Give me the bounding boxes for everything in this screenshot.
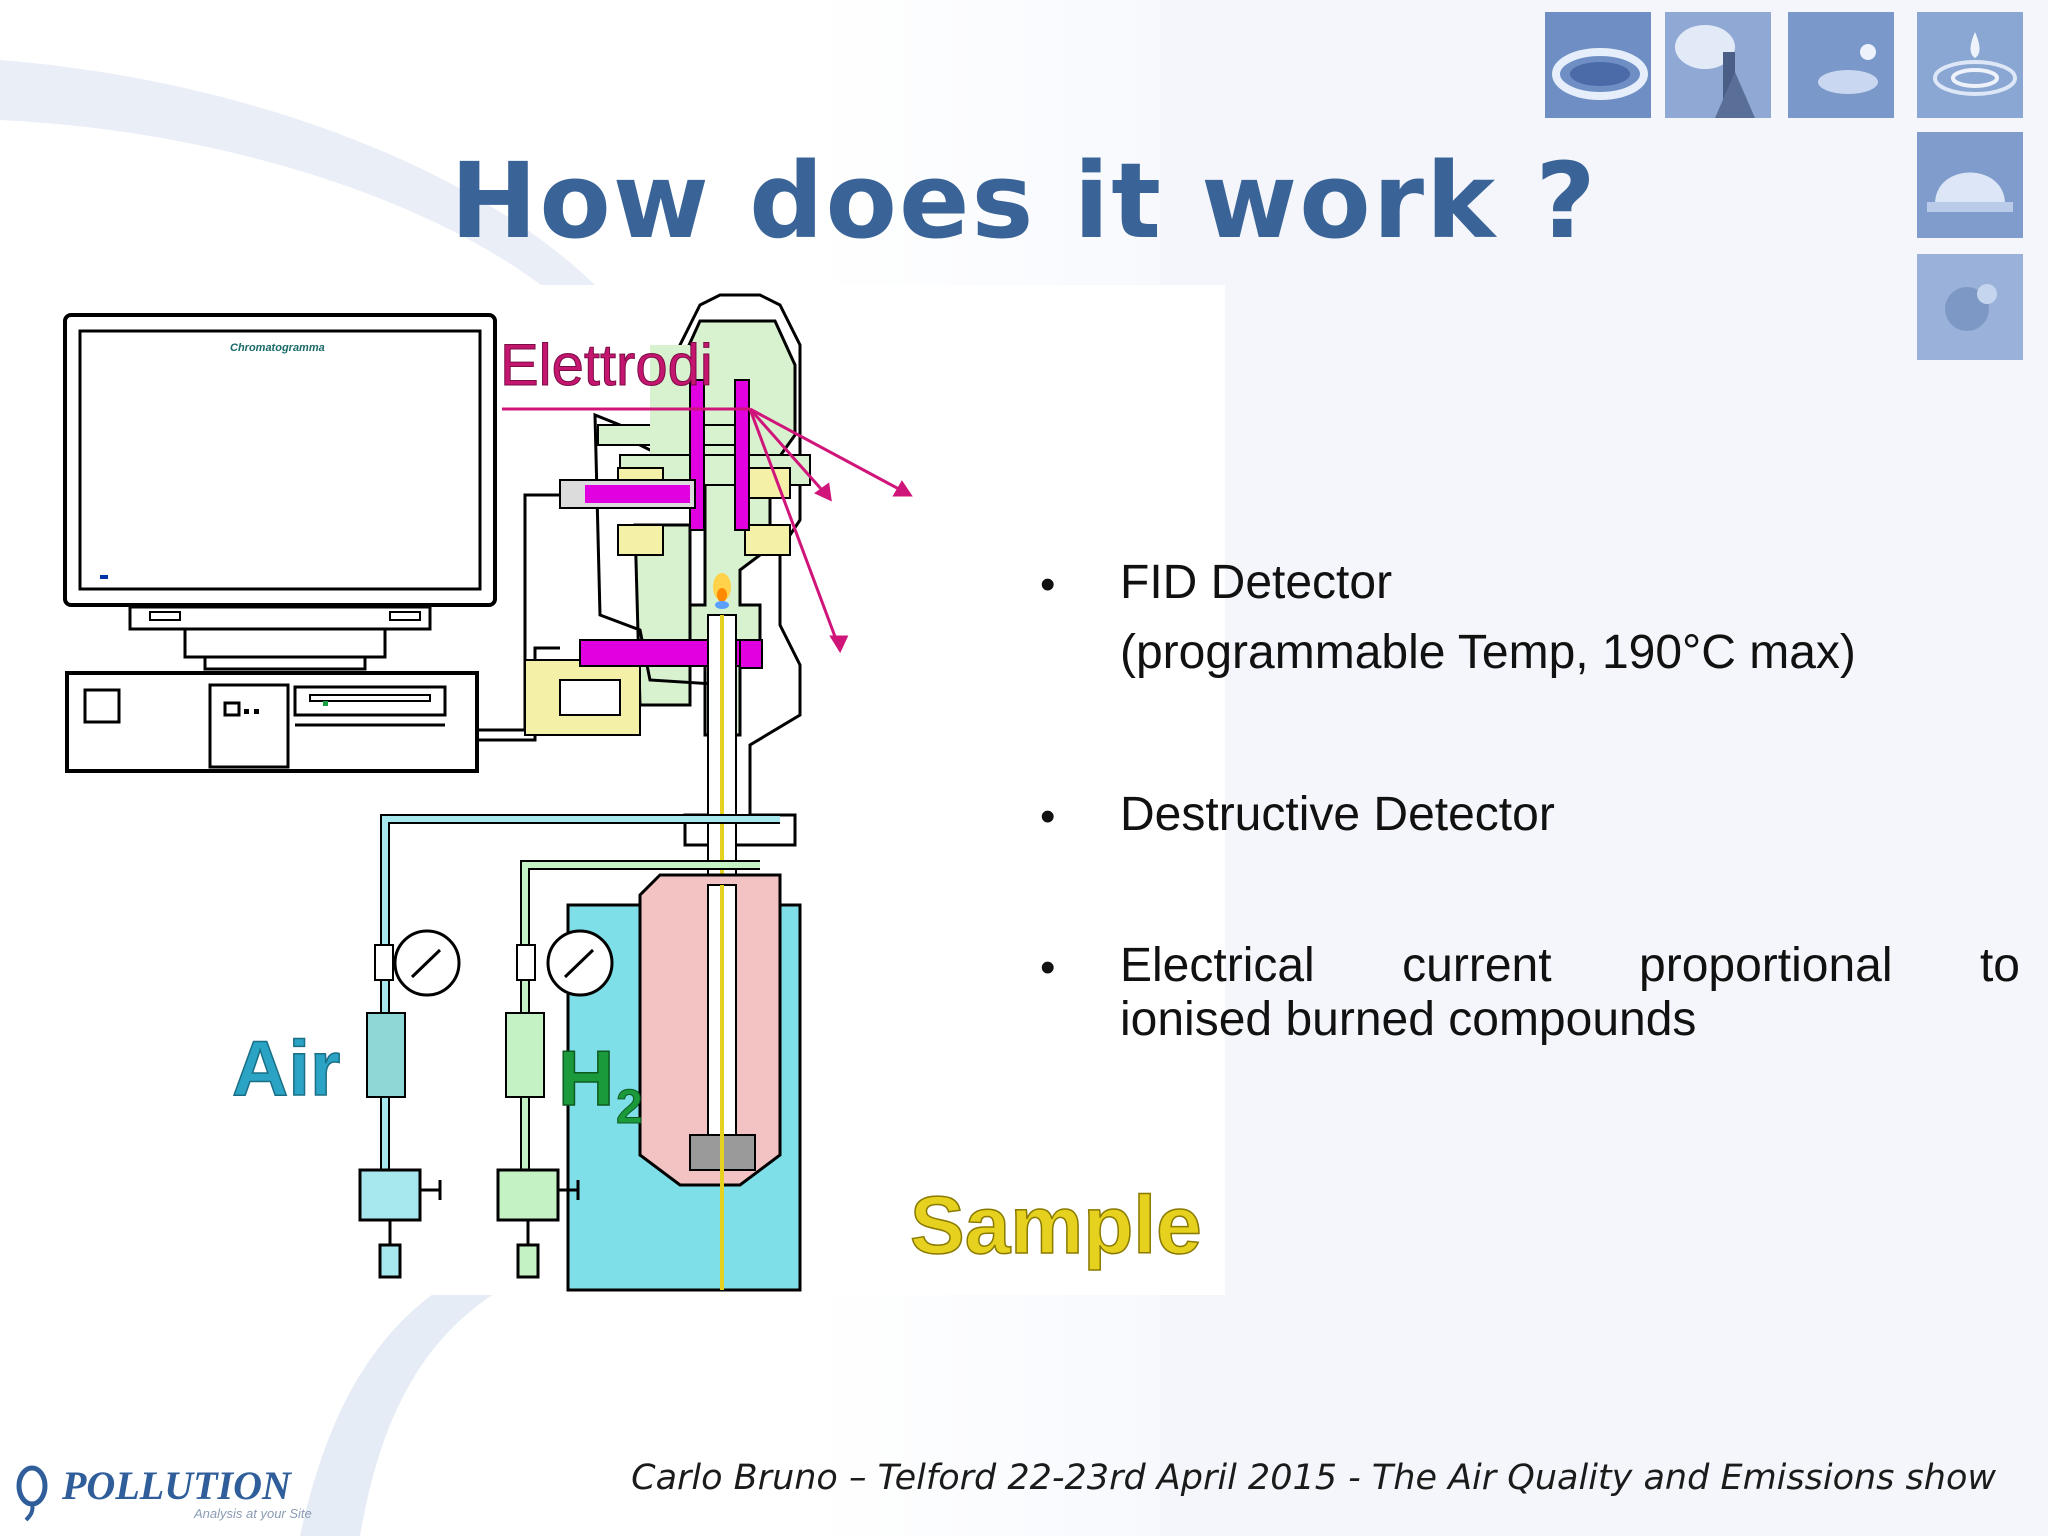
background-swoosh [0, 60, 600, 1536]
soil-sample-thumbnail [1917, 254, 2023, 360]
logo-mark-icon [16, 1465, 48, 1522]
footer-text: Carlo Bruno – Telford 22-23rd April 2015… [631, 1458, 1996, 1498]
sample-label: Sample [910, 1180, 1202, 1271]
water-drop-thumbnail [1917, 12, 2023, 118]
logo-tagline: Analysis at your Site [194, 1506, 312, 1521]
sample-vial [566, 873, 802, 1292]
bullet-dot: • [1040, 943, 1056, 992]
fid-diagram: Chromatogramma [40, 285, 1225, 1295]
hydrogen-supply-line [496, 860, 760, 1279]
bullet-text-line2: ionised burned compounds [1120, 993, 1697, 1046]
slide-title: How does it work ? [450, 140, 1598, 262]
hydrogen-label: H [558, 1034, 614, 1122]
electrode-pointer-lines [502, 407, 913, 654]
bullet-text-line1: Destructive Detector [1120, 788, 1555, 841]
computer-case-icon [65, 671, 479, 773]
gas-flame-thumbnail [1545, 12, 1651, 118]
electrodes-label: Elettrodi [500, 333, 713, 398]
air-supply-line [358, 814, 780, 1279]
logo-text: POLLUTION [62, 1463, 291, 1508]
electrode-pieces [559, 379, 763, 669]
screen-title: Chromatogramma [230, 342, 325, 354]
bullet-dot: • [1040, 560, 1056, 609]
bullet-text-line2: (programmable Temp, 190°C max) [1120, 626, 1856, 679]
smokestack-thumbnail [1665, 12, 1771, 118]
hard-hat-thumbnail [1917, 132, 2023, 238]
hydrogen-subscript: 2 [616, 1081, 643, 1134]
bullet-text-line1: Electrical current proportional to [1120, 939, 2020, 992]
air-label: Air [232, 1024, 340, 1112]
computer-monitor-icon [63, 313, 497, 671]
sky-thumbnail [1788, 12, 1894, 118]
bullet-dot: • [1040, 792, 1056, 841]
bullet-text-line1: FID Detector [1120, 556, 1393, 609]
